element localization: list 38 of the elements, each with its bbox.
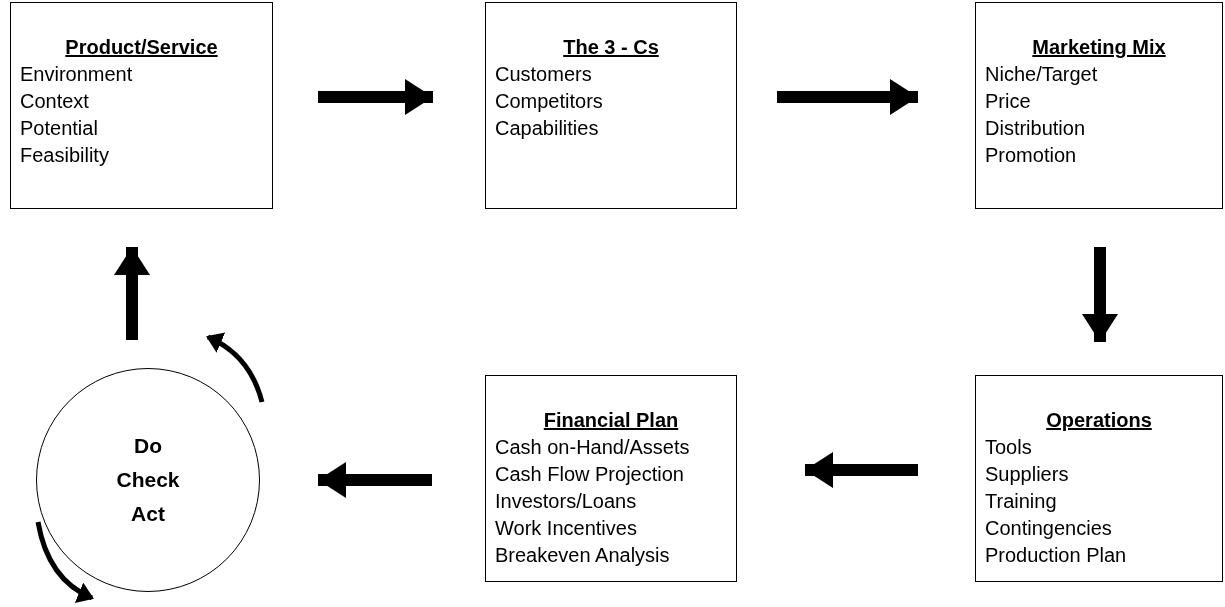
box-heading: Financial Plan [543, 408, 679, 433]
step-box [10, 2, 273, 209]
list-item: Cash Flow Projection [495, 462, 684, 487]
step-box [975, 2, 1223, 209]
list-item: Promotion [985, 143, 1077, 168]
list-item: Customers [495, 62, 592, 87]
list-item: Capabilities [495, 116, 599, 141]
box-heading: The 3 - Cs [563, 35, 659, 60]
box-heading: Operations [1046, 408, 1152, 433]
list-item: Distribution [985, 116, 1086, 141]
list-item: Potential [20, 116, 98, 141]
list-item: Competitors [495, 89, 603, 114]
step-box [485, 2, 737, 209]
list-item: Suppliers [985, 462, 1069, 487]
step-box [975, 375, 1223, 582]
block-arrow [777, 79, 918, 115]
circle-label: Do Check Act [115, 433, 181, 527]
list-item: Niche/Target [985, 62, 1098, 87]
step-box [485, 375, 737, 582]
list-item: Feasibility [20, 143, 109, 168]
box-heading: Product/Service [65, 35, 218, 60]
list-item: Work Incentives [495, 516, 637, 541]
list-item: Investors/Loans [495, 489, 637, 514]
list-item: Tools [985, 435, 1032, 460]
block-arrow [114, 247, 150, 340]
list-item: Breakeven Analysis [495, 543, 670, 568]
block-arrow [318, 79, 433, 115]
list-item: Cash on-Hand/Assets [495, 435, 690, 460]
block-arrow [805, 452, 918, 488]
list-item: Context [20, 89, 89, 114]
list-item: Training [985, 489, 1057, 514]
box-heading: Marketing Mix [1032, 35, 1166, 60]
list-item: Environment [20, 62, 133, 87]
block-arrow [318, 462, 432, 498]
list-item: Price [985, 89, 1031, 114]
list-item: Production Plan [985, 543, 1127, 568]
list-item: Contingencies [985, 516, 1112, 541]
block-arrow [1082, 247, 1118, 342]
